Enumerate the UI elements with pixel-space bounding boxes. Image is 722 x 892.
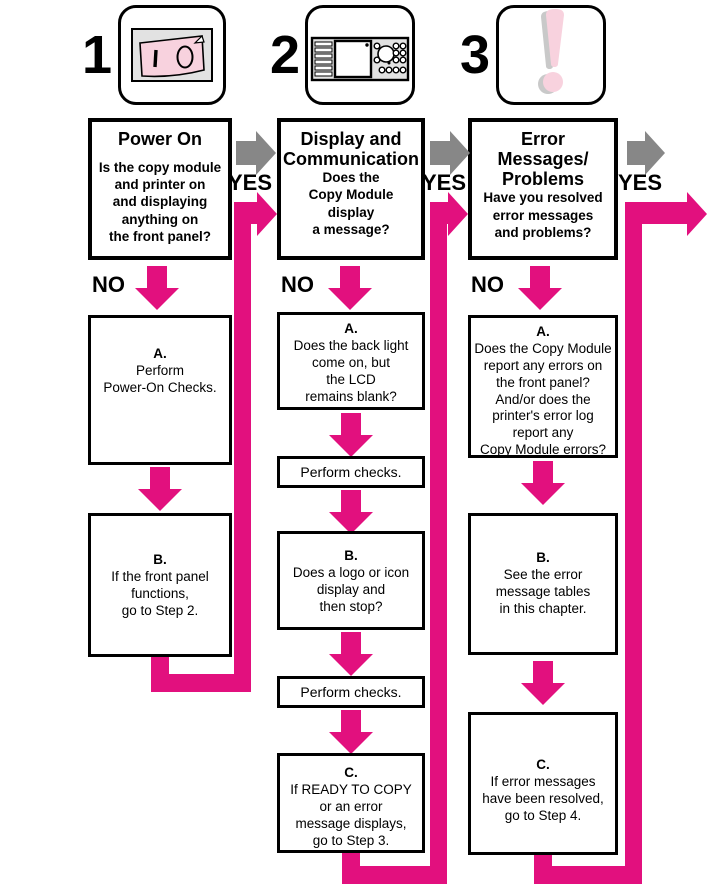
arrow-shaft	[341, 632, 361, 654]
no-arrow-3-head	[518, 288, 562, 310]
step2-box-c-text: If READY TO COPY or an error message dis…	[290, 781, 412, 848]
loop-line-1	[234, 202, 251, 692]
step3-box-c-text: If error messages have been resolved, go…	[482, 773, 604, 823]
step2-box-b-label: B.	[344, 548, 358, 563]
gray-arrow-1-shaft	[236, 141, 256, 165]
step1-question-box: Power On Is the copy module and printer …	[88, 118, 232, 260]
gray-arrow-3-shaft	[627, 141, 645, 165]
no-label-3: NO	[471, 272, 504, 297]
gray-arrow-3-head	[645, 131, 665, 175]
step1-box-a-label: A.	[153, 346, 167, 361]
no-arrow-2-shaft	[340, 266, 360, 288]
arrow-shaft	[533, 461, 553, 483]
arrow-shaft	[341, 490, 361, 512]
step1-box-b: B. If the front panel functions, go to S…	[88, 513, 232, 657]
step2-box-c-label: C.	[344, 765, 358, 780]
yes-arrow-2-head	[448, 192, 468, 236]
no-arrow-1-shaft	[147, 266, 167, 288]
step1-box-a-text: Perform Power-On Checks.	[103, 362, 217, 395]
arrow-shaft	[341, 710, 361, 732]
step2-perform-checks-2-text: Perform checks.	[300, 684, 402, 700]
step2-arrow-2	[329, 490, 373, 534]
step3-box-b-label: B.	[536, 550, 550, 565]
no-label-2: NO	[281, 272, 314, 297]
control-panel-icon	[305, 5, 415, 105]
no-arrow-1-head	[135, 288, 179, 310]
arrow-head	[329, 654, 373, 676]
step3-box-c: C. If error messages have been resolved,…	[468, 712, 618, 855]
step3-arrow-a-b	[521, 461, 565, 505]
step1-question: Is the copy module and printer on and di…	[98, 160, 222, 244]
step2-perform-checks-1-text: Perform checks.	[300, 464, 402, 480]
step2-perform-checks-2: Perform checks.	[277, 676, 425, 708]
step2-box-a: A. Does the back light come on, but the …	[277, 312, 425, 410]
yes-label-1: YES	[228, 170, 273, 195]
step2-arrow-4	[329, 710, 373, 754]
arrow-head	[521, 483, 565, 505]
arrow-head	[138, 489, 182, 511]
step2-arrow-1	[329, 413, 373, 457]
power-switch-icon	[118, 5, 226, 105]
arrow-shaft	[341, 413, 361, 435]
step1-box-a: A. Perform Power-On Checks.	[88, 315, 232, 465]
step2-title: Display and Communication	[282, 129, 419, 170]
step3-question-box: Error Messages/ Problems Have you resolv…	[468, 118, 618, 260]
step3-title: Error Messages/ Problems	[497, 129, 589, 190]
step2-box-c: C. If READY TO COPY or an error message …	[277, 753, 425, 853]
gray-arrow-1-head	[256, 131, 276, 175]
step2-number: 2	[269, 25, 301, 85]
step2-box-b-text: Does a logo or icon display and then sto…	[292, 564, 410, 614]
step2-question: Does the Copy Module display a message?	[308, 170, 394, 237]
no-arrow-1	[135, 266, 179, 310]
step2-perform-checks-1: Perform checks.	[277, 456, 425, 488]
step3-box-a-label: A.	[536, 324, 550, 339]
step2-box-a-label: A.	[344, 321, 358, 336]
yes-label-2: YES	[422, 170, 467, 195]
arrow-head	[329, 435, 373, 457]
yes-label-3: YES	[618, 170, 663, 195]
no-arrow-3-shaft	[530, 266, 550, 288]
exclamation-art	[538, 9, 564, 94]
arrow-head	[521, 683, 565, 705]
step2-box-b: B. Does a logo or icon display and then …	[277, 531, 425, 630]
loop-bar-3	[534, 866, 642, 884]
yes-arrow-3-head	[687, 192, 707, 236]
step1-title: Power On	[117, 129, 202, 149]
step1-number: 1	[81, 25, 113, 85]
step2-arrow-3	[329, 632, 373, 676]
step3-box-b-text: See the error message tables in this cha…	[495, 566, 591, 616]
step3-box-b: B. See the error message tables in this …	[468, 513, 618, 655]
loop-bar-1	[151, 674, 251, 692]
arrow-head	[329, 512, 373, 534]
arrow-head	[329, 732, 373, 754]
no-arrow-2	[328, 266, 372, 310]
power-switch-art	[131, 28, 213, 82]
step3-box-a-text: Does the Copy Module report any errors o…	[474, 340, 612, 458]
step1-arrow-a-b	[138, 467, 182, 511]
arrow-shaft	[150, 467, 170, 489]
step1-box-b-text: If the front panel functions, go to Step…	[111, 568, 209, 618]
arrow-shaft	[533, 661, 553, 683]
step3-arrow-b-c	[521, 661, 565, 705]
step3-number: 3	[459, 25, 491, 85]
step3-box-a: A. Does the Copy Module report any error…	[468, 315, 618, 458]
loop-line-2	[430, 202, 447, 884]
gray-arrow-2-head	[450, 131, 470, 175]
step2-question-box: Display and Communication Does the Copy …	[277, 118, 425, 260]
step3-box-c-label: C.	[536, 757, 550, 772]
no-arrow-2-head	[328, 288, 372, 310]
no-label-1: NO	[92, 272, 125, 297]
step2-box-a-text: Does the back light come on, but the LCD…	[293, 337, 409, 404]
gray-arrow-2-shaft	[430, 141, 450, 165]
yes-arrow-1-head	[257, 192, 277, 236]
no-arrow-3	[518, 266, 562, 310]
loop-bar-2	[342, 866, 447, 884]
exclamation-icon	[496, 5, 606, 105]
step3-question: Have you resolved error messages and pro…	[483, 190, 603, 240]
step1-box-b-label: B.	[153, 552, 167, 567]
loop-line-3	[625, 202, 642, 884]
control-panel-art	[310, 36, 410, 82]
